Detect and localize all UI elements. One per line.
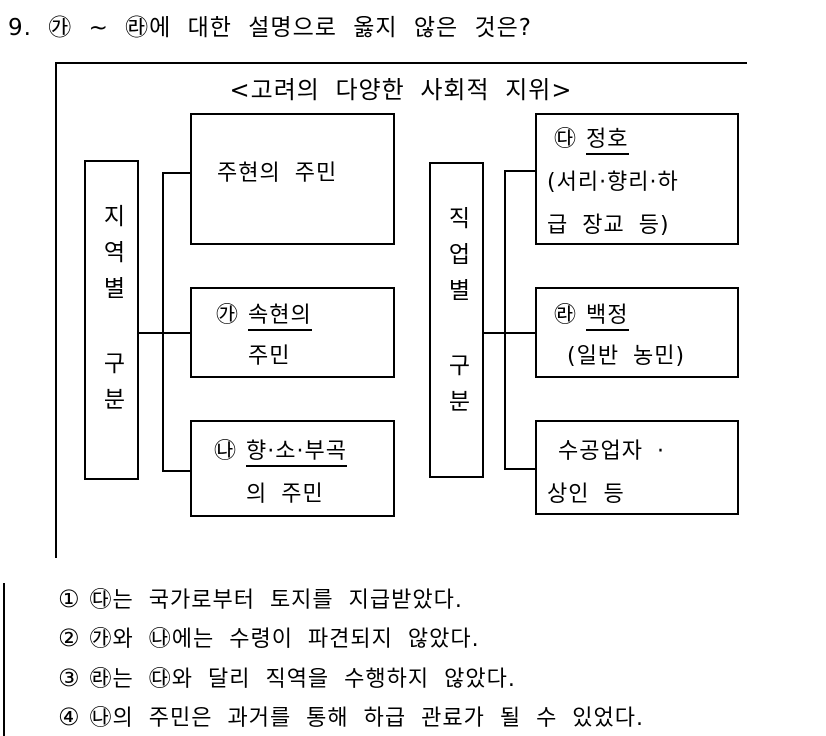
option-4-text: ㉯의 주민은 과거를 통해 하급 관료가 될 수 있었다. bbox=[89, 706, 645, 731]
option-3-number: ③ bbox=[58, 664, 80, 692]
question-text: 9. ㉮ ~ ㉱에 대한 설명으로 옳지 않은 것은? bbox=[8, 15, 532, 41]
left-category-label: 지역별 구분 bbox=[98, 204, 125, 423]
box-baekjeong-line2: (일반 농민) bbox=[567, 344, 686, 369]
option-4-number: ④ bbox=[58, 703, 80, 731]
box-artisan-line1: 수공업자 · bbox=[558, 439, 665, 464]
box-sokhyeon: ㉮ 속현의 주민 bbox=[190, 287, 395, 378]
right-connector-stub-middle bbox=[484, 332, 535, 334]
option-1-text: ㉰는 국가로부터 토지를 지급받았다. bbox=[89, 588, 463, 613]
right-category-label: 직업별 구분 bbox=[443, 206, 470, 425]
box-hyangsobugok-term: 향·소·부곡 bbox=[246, 439, 347, 467]
box-artisan: 수공업자 · 상인 등 bbox=[535, 420, 739, 515]
box-jeongho: ㉰ 정호 (서리·향리·하 급 장교 등) bbox=[535, 113, 739, 245]
left-connector-stub-bottom bbox=[162, 470, 190, 472]
option-3: ③ ㉱는 ㉰와 달리 직역을 수행하지 않았다. bbox=[58, 661, 516, 693]
left-category-box: 지역별 구분 bbox=[84, 160, 139, 480]
left-connector-trunk bbox=[162, 172, 164, 472]
marker-na: ㉯ bbox=[214, 439, 238, 464]
box-baekjeong-line1: ㉱ 백정 bbox=[554, 295, 737, 336]
right-connector-stub-bottom bbox=[504, 468, 535, 470]
option-2-number: ② bbox=[58, 624, 80, 652]
box-hyangsobugok-line1: ㉯ 향·소·부곡 bbox=[214, 430, 393, 473]
right-category-box: 직업별 구분 bbox=[429, 162, 484, 478]
left-connector-stub-middle bbox=[139, 332, 190, 334]
box-baekjeong: ㉱ 백정 (일반 농민) bbox=[535, 287, 739, 378]
box-jeongho-line3: 급 장교 등) bbox=[547, 213, 670, 238]
box-sokhyeon-line1: ㉮ 속현의 bbox=[216, 295, 393, 336]
marker-ra: ㉱ bbox=[554, 303, 578, 328]
option-4: ④ ㉯의 주민은 과거를 통해 하급 관료가 될 수 있었다. bbox=[58, 700, 644, 732]
option-2: ② ㉮와 ㉯에는 수령이 파견되지 않았다. bbox=[58, 621, 480, 653]
left-connector-stub-top bbox=[162, 172, 190, 174]
box-artisan-line2: 상인 등 bbox=[547, 482, 625, 507]
box-juhyeon: 주현의 주민 bbox=[190, 113, 395, 245]
right-connector-trunk bbox=[504, 170, 506, 470]
box-baekjeong-term: 백정 bbox=[586, 303, 629, 331]
diagram-frame-top-border bbox=[55, 62, 747, 64]
option-3-text: ㉱는 ㉰와 달리 직역을 수행하지 않았다. bbox=[89, 667, 516, 692]
marker-da: ㉰ bbox=[554, 127, 578, 152]
box-hyangsobugok-line2: 의 주민 bbox=[246, 482, 324, 507]
right-connector-stub-top bbox=[504, 170, 535, 172]
box-juhyeon-text: 주현의 주민 bbox=[217, 161, 338, 186]
page-column-divider bbox=[3, 583, 5, 736]
box-jeongho-line2: (서리·향리·하 bbox=[547, 170, 679, 195]
option-1-number: ① bbox=[58, 585, 80, 613]
diagram-title: <고려의 다양한 사회적 지위> bbox=[229, 76, 573, 104]
option-2-text: ㉮와 ㉯에는 수령이 파견되지 않았다. bbox=[89, 627, 480, 652]
box-hyangsobugok: ㉯ 향·소·부곡 의 주민 bbox=[190, 420, 395, 517]
box-jeongho-line1: ㉰ 정호 bbox=[554, 118, 737, 161]
marker-ga: ㉮ bbox=[216, 303, 240, 328]
box-sokhyeon-term: 속현의 bbox=[248, 303, 312, 331]
option-1: ① ㉰는 국가로부터 토지를 지급받았다. bbox=[58, 582, 463, 614]
box-sokhyeon-line2: 주민 bbox=[248, 344, 291, 369]
box-jeongho-term: 정호 bbox=[586, 127, 629, 155]
diagram-frame-left-border bbox=[55, 62, 57, 558]
